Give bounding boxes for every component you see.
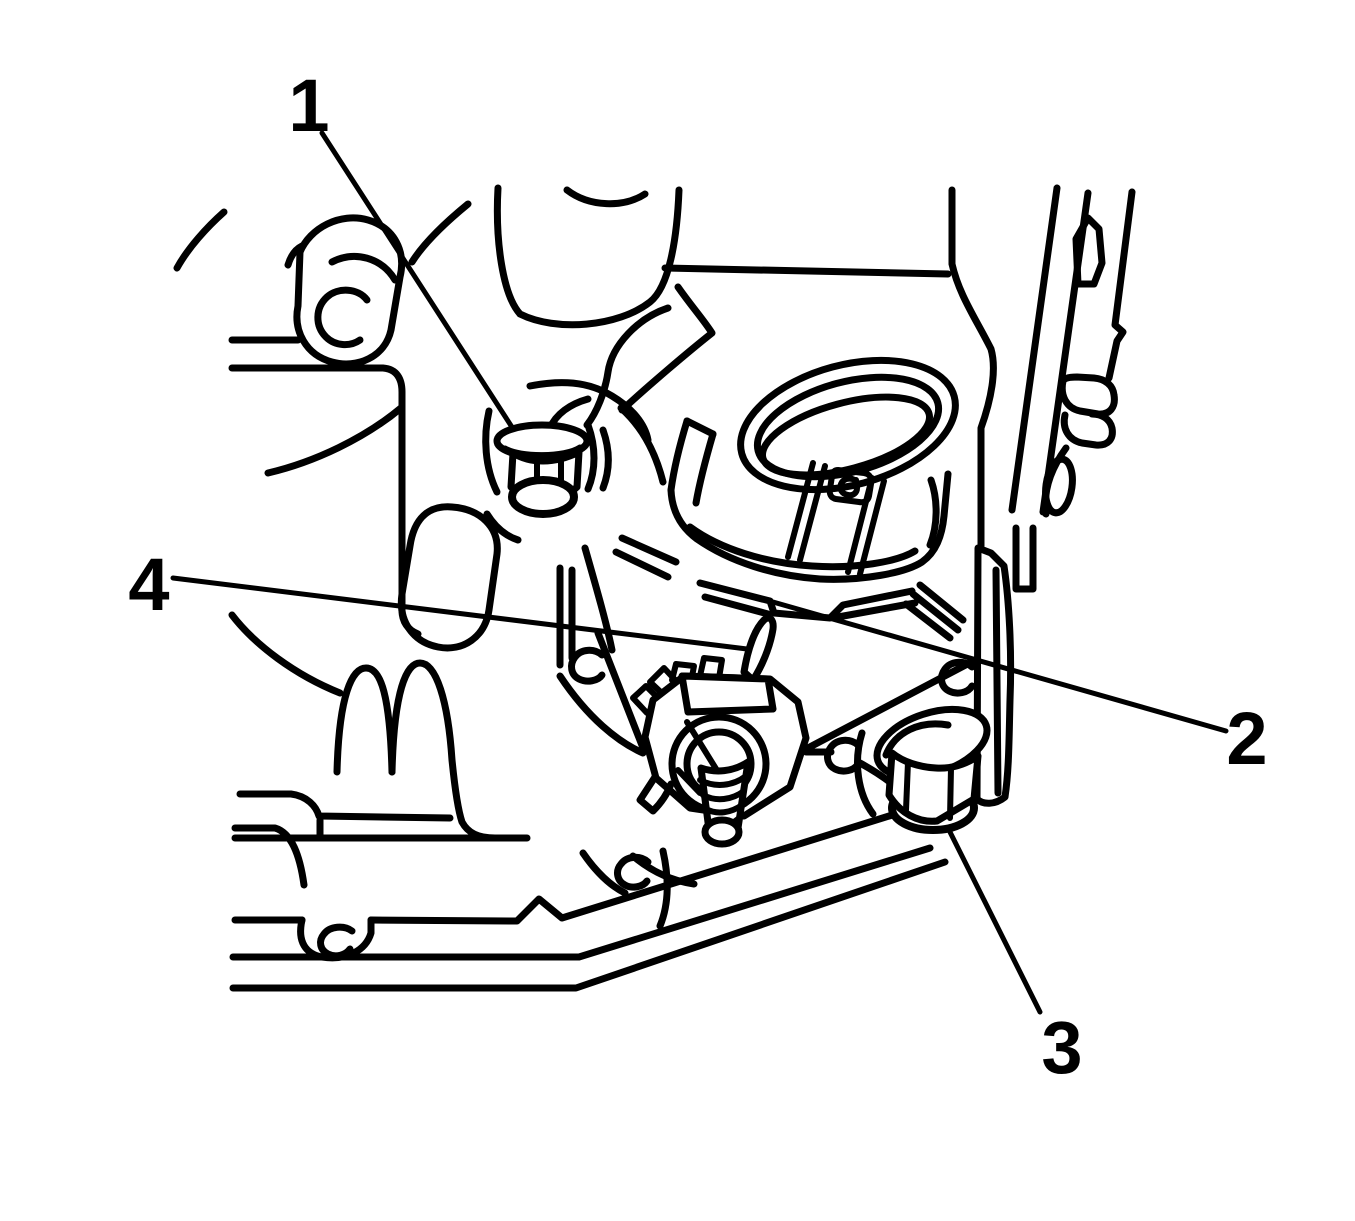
callout-3-label: 3 bbox=[1041, 1006, 1082, 1089]
callout-1-leader bbox=[319, 130, 522, 441]
callout-4-leader bbox=[170, 575, 750, 652]
harness-connector bbox=[612, 356, 967, 642]
connector-opening bbox=[758, 393, 934, 479]
case-outline bbox=[173, 184, 981, 992]
callout-labels: 1 2 3 4 bbox=[128, 64, 1267, 1089]
bolt-3 bbox=[854, 705, 991, 834]
callout-2-leader bbox=[770, 599, 1229, 734]
callout-3-leader bbox=[945, 825, 1043, 1015]
pill-boss bbox=[397, 503, 501, 652]
pan-rail-mid bbox=[229, 844, 934, 961]
connector-latch bbox=[826, 467, 875, 506]
right-rail bbox=[661, 184, 1136, 593]
bolt-1 bbox=[482, 379, 652, 544]
speed-sensor bbox=[630, 614, 810, 848]
boss-cylinder bbox=[293, 214, 405, 368]
sensor-prong bbox=[740, 614, 777, 684]
callout-4-label: 4 bbox=[128, 543, 169, 626]
callout-2-label: 2 bbox=[1226, 697, 1267, 780]
sensor-cap bbox=[678, 672, 777, 716]
callout-1-label: 1 bbox=[288, 64, 329, 147]
pan-rail-top bbox=[231, 793, 954, 925]
bolt-3-hex bbox=[885, 749, 982, 825]
rail-notch bbox=[1072, 214, 1106, 288]
boss-hole bbox=[314, 286, 371, 348]
callout-leaders bbox=[170, 130, 1229, 1015]
plate-clip bbox=[938, 658, 976, 697]
bell-opening bbox=[493, 184, 683, 329]
pan-rail-bottom bbox=[229, 858, 949, 992]
